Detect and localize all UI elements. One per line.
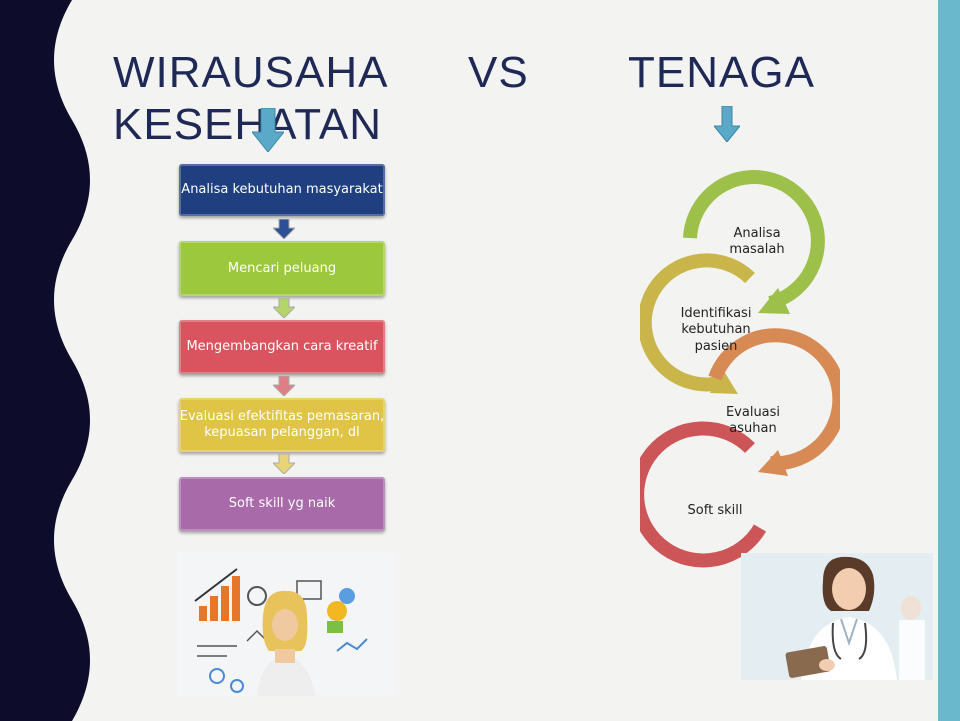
- nurse-photo: [741, 553, 933, 680]
- cycle-label-1: Analisa masalah: [729, 226, 785, 258]
- down-arrow-icon: [252, 108, 284, 152]
- flow-step-3: Mengembangkan cara kreatif: [179, 320, 385, 374]
- title-word-vs: VS: [468, 48, 529, 97]
- flow-down-arrow-icon: [273, 298, 295, 318]
- cycle-arc-3: [708, 328, 840, 471]
- cycle-arc-4: [640, 421, 767, 568]
- title-word-kesehatan: KESEHATAN: [113, 100, 382, 149]
- cycle-arrowhead-1: [758, 288, 790, 314]
- cycle-diagram: [640, 170, 840, 568]
- title-word-tenaga: TENAGA: [628, 48, 815, 97]
- cycle-arc-1: [683, 170, 825, 310]
- flow-step-4: Evaluasi efektifitas pemasaran, kepuasan…: [179, 398, 385, 452]
- down-arrow-icon: [714, 106, 740, 142]
- cycle-label-3: Evaluasi asuhan: [725, 405, 781, 437]
- flow-step-5: Soft skill yg naik: [179, 477, 385, 531]
- flow-down-arrow-icon: [273, 376, 295, 396]
- cycle-arc-2: [640, 253, 755, 392]
- title-word-wirausaha: WIRAUSAHA: [113, 48, 389, 97]
- cycle-arrowhead-3: [758, 450, 788, 476]
- flow-down-arrow-icon: [273, 219, 295, 239]
- flow-step-1: Analisa kebutuhan masyarakat: [179, 164, 385, 216]
- cycle-label-4: Soft skill: [687, 503, 743, 518]
- cycle-label-2: Identifikasi kebutuhan pasien: [680, 306, 752, 354]
- flow-step-2: Mencari peluang: [179, 241, 385, 296]
- cycle-arrowhead-2: [710, 368, 738, 394]
- flow-down-arrow-icon: [273, 454, 295, 474]
- entrepreneur-photo: [177, 551, 395, 696]
- left-decorative-band: [0, 0, 90, 721]
- right-accent-strip: [938, 0, 960, 721]
